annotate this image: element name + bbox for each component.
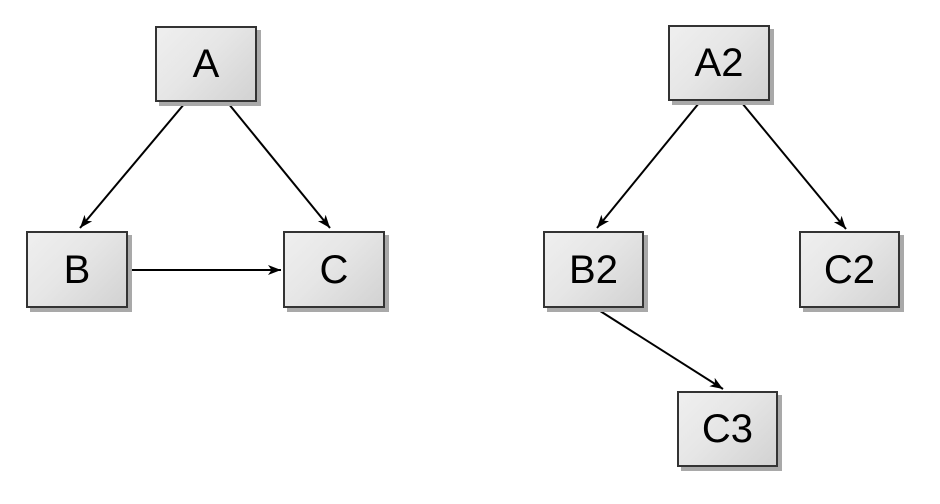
node-a-label: A [192, 42, 220, 86]
node-a[interactable]: A [155, 26, 257, 102]
edge-a2-to-b2[interactable] [596, 102, 700, 229]
node-c[interactable]: C [283, 231, 385, 308]
node-c3-label: C3 [701, 407, 754, 451]
node-b[interactable]: B [26, 231, 128, 308]
node-b2[interactable]: B2 [543, 231, 644, 308]
node-b2-label: B2 [569, 247, 618, 292]
edge-b2-to-c3[interactable] [596, 308, 724, 390]
edge-a2-to-c2[interactable] [741, 102, 847, 230]
node-b-label: B [63, 247, 91, 292]
node-c-label: C [319, 247, 349, 292]
edge-a-to-c[interactable] [227, 102, 331, 229]
node-a2[interactable]: A2 [668, 25, 770, 101]
node-a2-label: A2 [694, 41, 744, 85]
node-c2-label: C2 [823, 247, 876, 292]
edge-a-to-b[interactable] [79, 102, 186, 229]
node-c2[interactable]: C2 [799, 231, 900, 308]
node-c3[interactable]: C3 [677, 391, 778, 467]
